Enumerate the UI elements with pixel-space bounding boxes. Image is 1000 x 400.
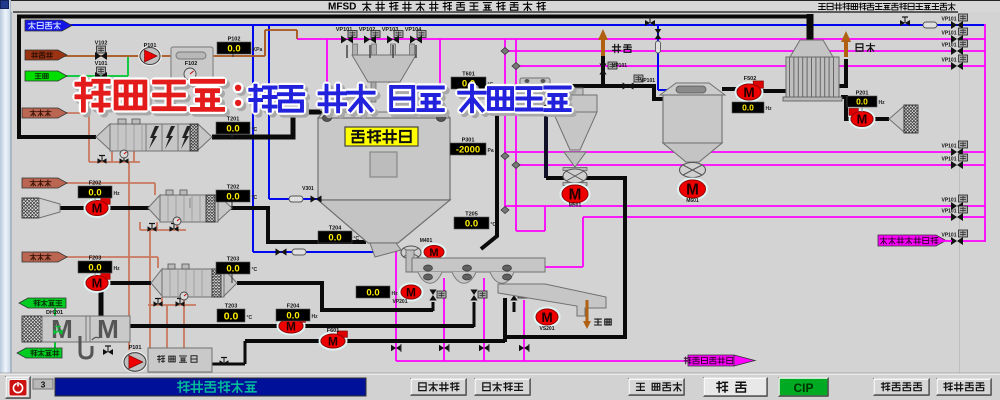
svg-text:T205: T205 bbox=[465, 212, 478, 218]
svg-text:V101: V101 bbox=[95, 61, 108, 67]
svg-text:T601: T601 bbox=[462, 72, 475, 78]
svg-text:M: M bbox=[429, 247, 438, 259]
svg-text:0.0: 0.0 bbox=[742, 103, 754, 113]
svg-text:VP102: VP102 bbox=[359, 27, 376, 33]
svg-text:0.0: 0.0 bbox=[226, 192, 239, 203]
svg-text:VP101: VP101 bbox=[941, 58, 956, 64]
svg-text:VP101: VP101 bbox=[941, 209, 956, 215]
svg-text:M: M bbox=[92, 276, 103, 291]
svg-text:0.0: 0.0 bbox=[88, 263, 101, 274]
svg-text:Hz: Hz bbox=[879, 100, 886, 106]
svg-text:V102: V102 bbox=[95, 41, 108, 47]
svg-text:0.0: 0.0 bbox=[366, 288, 379, 299]
svg-text:°C: °C bbox=[491, 222, 497, 228]
svg-text:Hz: Hz bbox=[114, 266, 121, 272]
svg-text:0.0: 0.0 bbox=[286, 311, 299, 322]
svg-text:Hz: Hz bbox=[114, 191, 121, 197]
svg-text:M: M bbox=[328, 334, 338, 348]
svg-text:P101: P101 bbox=[144, 43, 157, 49]
svg-text:Hz: Hz bbox=[312, 314, 319, 320]
svg-text:VP101: VP101 bbox=[640, 78, 655, 84]
svg-text:VP101: VP101 bbox=[941, 31, 956, 37]
svg-text:VP101: VP101 bbox=[941, 17, 956, 23]
svg-text:VP101: VP101 bbox=[941, 43, 956, 49]
svg-text:VP101: VP101 bbox=[941, 233, 956, 239]
svg-text:F601: F601 bbox=[327, 328, 340, 334]
svg-text:DH201: DH201 bbox=[46, 310, 63, 316]
svg-text:-2000: -2000 bbox=[456, 145, 480, 156]
svg-text:F502: F502 bbox=[744, 76, 757, 82]
svg-text:M401: M401 bbox=[420, 238, 433, 244]
svg-text:M: M bbox=[569, 187, 582, 204]
svg-text:°C: °C bbox=[252, 267, 258, 273]
svg-text:KPa: KPa bbox=[253, 47, 263, 53]
svg-text:VP101: VP101 bbox=[941, 198, 956, 204]
svg-text:T204: T204 bbox=[329, 226, 342, 232]
svg-text:F203: F203 bbox=[89, 256, 102, 262]
svg-text:F204: F204 bbox=[287, 304, 300, 310]
svg-text:M: M bbox=[686, 182, 699, 199]
svg-text:M: M bbox=[857, 112, 868, 127]
svg-text:F202: F202 bbox=[89, 181, 102, 187]
svg-text:P102: P102 bbox=[228, 37, 241, 43]
svg-text:M: M bbox=[743, 85, 754, 100]
svg-text:V301: V301 bbox=[302, 186, 314, 192]
svg-text:°C: °C bbox=[252, 127, 258, 133]
svg-text:M601: M601 bbox=[686, 198, 699, 204]
svg-text:VP101: VP101 bbox=[941, 157, 956, 163]
svg-text:Pa: Pa bbox=[488, 148, 494, 154]
svg-text:T203: T203 bbox=[225, 304, 238, 310]
svg-text:0.0: 0.0 bbox=[226, 124, 239, 135]
svg-text:M: M bbox=[406, 285, 416, 299]
svg-text:Hz: Hz bbox=[766, 106, 773, 112]
svg-text:0.0: 0.0 bbox=[226, 264, 239, 275]
svg-text:T202: T202 bbox=[227, 185, 240, 191]
svg-text:0.0: 0.0 bbox=[227, 44, 240, 55]
svg-text:VP101: VP101 bbox=[336, 27, 353, 33]
svg-text:VP104: VP104 bbox=[405, 27, 422, 33]
svg-text:°C: °C bbox=[252, 195, 258, 201]
svg-text:0.0: 0.0 bbox=[224, 311, 239, 323]
svg-text:0.0: 0.0 bbox=[465, 219, 478, 230]
svg-text:VP201: VP201 bbox=[392, 299, 407, 305]
svg-text:°C: °C bbox=[354, 236, 360, 242]
svg-text:M: M bbox=[92, 201, 103, 216]
svg-text:VP103: VP103 bbox=[382, 27, 399, 33]
svg-text:P301: P301 bbox=[462, 138, 475, 144]
svg-text:M: M bbox=[541, 310, 552, 325]
svg-text:0.0: 0.0 bbox=[88, 188, 101, 199]
svg-text:T201: T201 bbox=[227, 117, 240, 123]
svg-text:M: M bbox=[51, 314, 73, 344]
svg-text:Hz: Hz bbox=[392, 291, 399, 297]
svg-text:0.0: 0.0 bbox=[328, 233, 341, 244]
svg-text:P201: P201 bbox=[856, 91, 869, 97]
svg-text:M501: M501 bbox=[569, 203, 582, 209]
svg-text:°C: °C bbox=[247, 315, 253, 321]
svg-text:3: 3 bbox=[41, 380, 46, 390]
svg-text:T203: T203 bbox=[227, 257, 240, 263]
svg-text:CIP: CIP bbox=[793, 381, 813, 395]
svg-text:P101: P101 bbox=[129, 345, 142, 351]
svg-text:MFSD: MFSD bbox=[328, 2, 356, 13]
svg-text:M: M bbox=[286, 319, 296, 333]
svg-text:VS201: VS201 bbox=[539, 326, 554, 332]
svg-text:VP101: VP101 bbox=[612, 63, 627, 69]
svg-text:F102: F102 bbox=[185, 61, 198, 67]
svg-text:0.0: 0.0 bbox=[856, 97, 868, 107]
svg-text:VP101: VP101 bbox=[941, 144, 956, 150]
svg-text:M: M bbox=[97, 314, 119, 344]
